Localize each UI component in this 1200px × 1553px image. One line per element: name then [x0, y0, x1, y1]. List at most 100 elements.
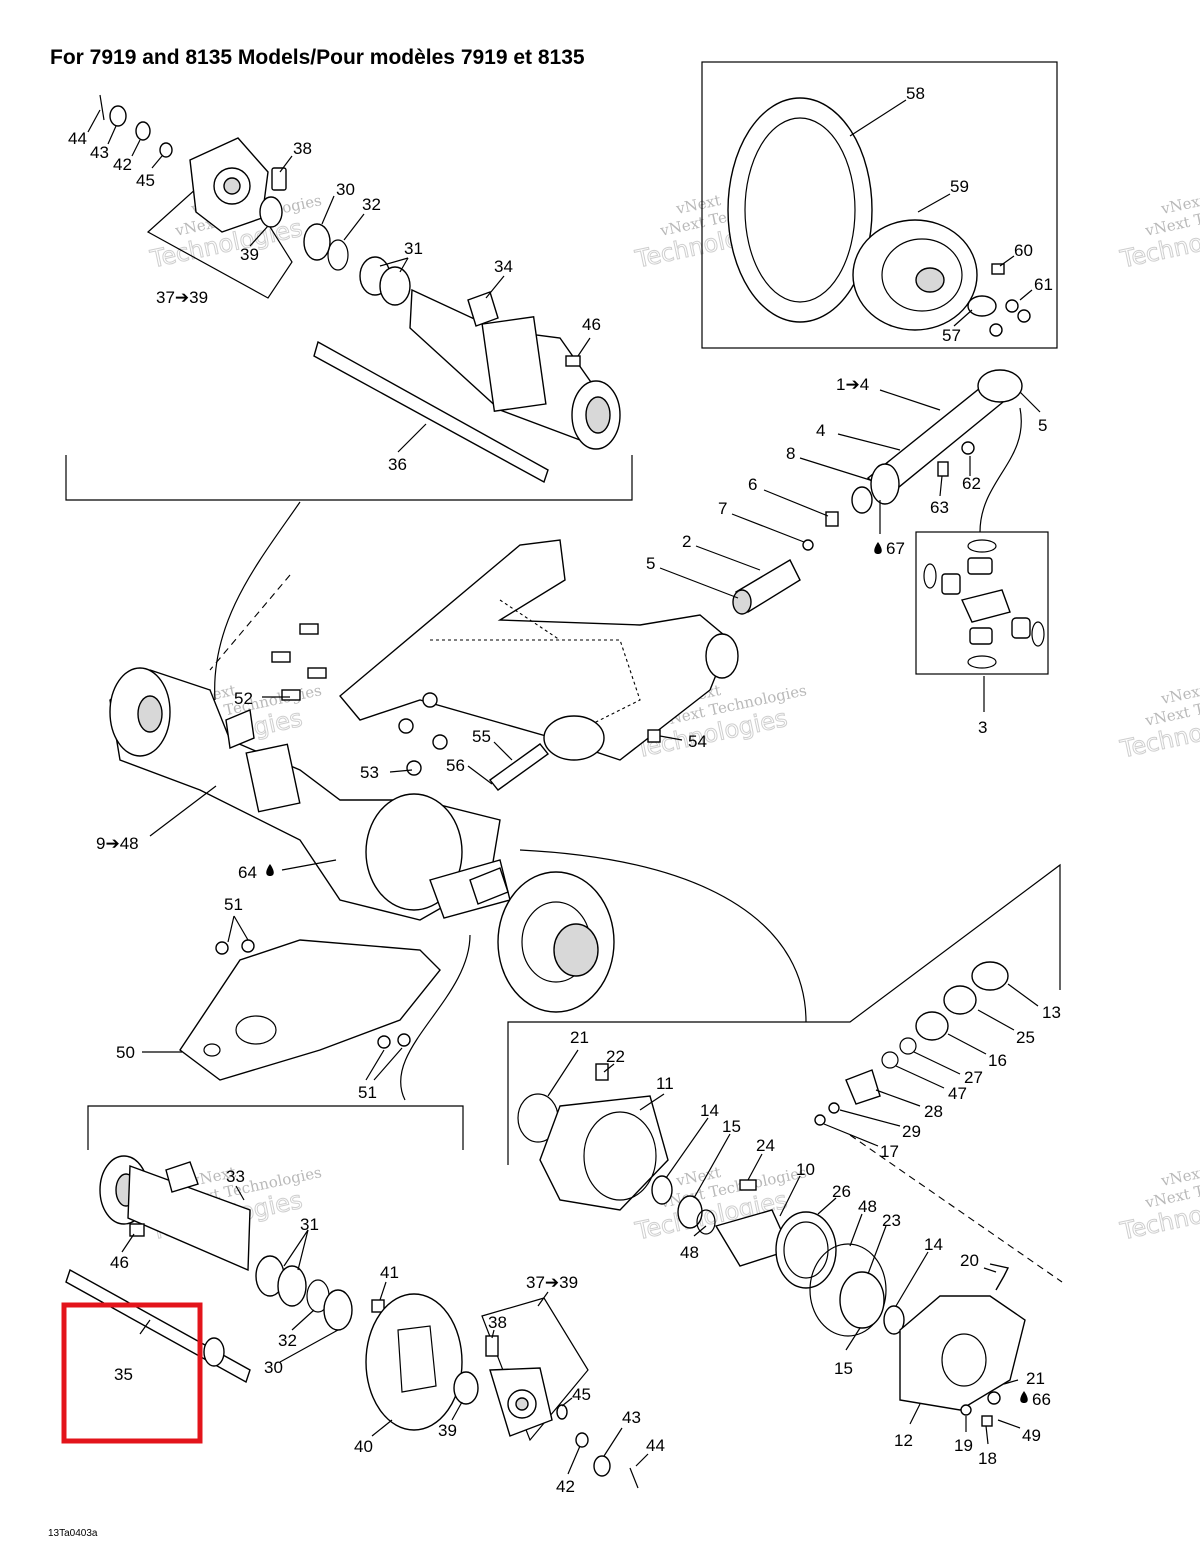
callout-41: 41 — [380, 1263, 399, 1282]
callout-58: 58 — [906, 84, 925, 103]
page-title: For 7919 and 8135 Models/Pour modèles 79… — [50, 46, 585, 69]
set-screw — [825, 511, 839, 527]
callout-17: 17 — [880, 1142, 899, 1161]
group-frames — [65, 61, 1063, 1283]
leader-u-joint — [979, 407, 1022, 533]
callout-2: 2 — [682, 532, 691, 551]
housing-flange — [245, 743, 301, 813]
pin-ring — [159, 142, 173, 158]
plug-66 — [987, 1391, 1001, 1405]
callout-38-lower: 38 — [488, 1313, 507, 1332]
brake-disc-40 — [365, 1293, 463, 1431]
bolt-46 — [129, 1223, 145, 1237]
upper-shaft-bracket — [65, 455, 633, 501]
callout-14-right: 14 — [924, 1235, 943, 1254]
callout-4: 4 — [816, 421, 825, 440]
stud-38 — [485, 1335, 499, 1357]
lower-brake-hub — [365, 1293, 639, 1489]
callout-22: 22 — [606, 1047, 625, 1066]
pin-ring-45 — [556, 1404, 568, 1420]
callout-13: 13 — [1042, 1003, 1061, 1022]
callout-64: 64 — [238, 863, 274, 882]
o-ring-48 — [809, 1243, 887, 1337]
bolt-22 — [595, 1063, 609, 1081]
bearing-ring — [303, 223, 331, 261]
pivot-bushing — [705, 633, 739, 679]
lug-nut-3 — [989, 323, 1003, 337]
callout-18: 18 — [978, 1449, 997, 1468]
callout-46: 46 — [582, 315, 601, 334]
bolt-63 — [937, 461, 949, 477]
callout-55: 55 — [472, 727, 491, 746]
callout-15-bottom: 15 — [834, 1359, 853, 1378]
callout-31-lower: 31 — [300, 1215, 319, 1234]
callout-16: 16 — [988, 1051, 1007, 1070]
bolt — [565, 355, 581, 367]
figure-code: 13Ta0403a — [48, 1528, 98, 1539]
hub-cap — [967, 295, 997, 317]
callout-26: 26 — [832, 1182, 851, 1201]
callout-5-top: 5 — [1038, 416, 1047, 435]
callout-14: 14 — [700, 1101, 719, 1120]
callout-56: 56 — [446, 756, 465, 775]
tube-flange — [481, 316, 547, 412]
seal-30 — [323, 1289, 353, 1331]
washer-19 — [960, 1404, 972, 1416]
callout-48-left: 48 — [680, 1243, 699, 1262]
callout-50: 50 — [116, 1043, 135, 1062]
callout-20: 20 — [960, 1251, 979, 1270]
callout-9-48: 9➔48 — [96, 834, 139, 853]
axle-shaft-35 — [65, 1268, 251, 1384]
nut-a — [422, 692, 438, 708]
nut-17 — [814, 1114, 826, 1126]
drive-shaft-assembly — [732, 369, 1023, 615]
leader-differential — [519, 849, 807, 1023]
caliper-bracket — [469, 867, 509, 905]
lower-shaft-bracket — [87, 1105, 464, 1150]
drop-icon — [874, 542, 882, 554]
callout-39-lower: 39 — [438, 1421, 457, 1440]
leader-lower-shaft — [400, 934, 471, 1101]
leader-lines — [87, 99, 1041, 1475]
svg-text:66: 66 — [1032, 1390, 1051, 1409]
pivot-plate — [543, 715, 605, 761]
callout-45-lower: 45 — [572, 1385, 591, 1404]
callout-47: 47 — [948, 1084, 967, 1103]
vent-20 — [989, 1263, 1010, 1291]
stud — [271, 167, 287, 191]
callout-11: 11 — [656, 1074, 674, 1093]
callout-25: 25 — [1016, 1028, 1035, 1047]
ring-48 — [696, 1209, 716, 1235]
u-joint-yoke — [977, 369, 1023, 403]
callout-46-lower: 46 — [110, 1253, 129, 1272]
drop-icon — [1020, 1391, 1028, 1403]
axle-tube-lower — [127, 1165, 251, 1272]
callout-48-mid: 48 — [858, 1197, 877, 1216]
bearing-15 — [677, 1195, 703, 1229]
seal-14b — [883, 1305, 905, 1335]
callout-51-top: 51 — [224, 895, 243, 914]
collar — [851, 486, 873, 514]
callout-21-left: 21 — [570, 1028, 589, 1047]
lug-nut-2 — [1017, 309, 1031, 323]
callout-34: 34 — [494, 257, 513, 276]
rear-axle-housing — [109, 667, 615, 1013]
ring-gear-26 — [775, 1211, 837, 1289]
callout-15-top: 15 — [722, 1117, 741, 1136]
callout-7: 7 — [718, 499, 727, 518]
bracket-33 — [165, 1161, 199, 1193]
bolt-41 — [371, 1299, 385, 1313]
swing-arm — [271, 539, 739, 791]
pin-24 — [739, 1179, 757, 1191]
callout-23: 23 — [882, 1211, 901, 1230]
nut — [109, 105, 127, 127]
bearing-15b — [839, 1271, 885, 1329]
u-joint-group-box — [915, 531, 1049, 675]
callout-32: 32 — [362, 195, 381, 214]
callout-24: 24 — [756, 1136, 775, 1155]
callout-3: 3 — [978, 718, 987, 737]
callout-29: 29 — [902, 1122, 921, 1141]
callout-27: 27 — [964, 1068, 983, 1087]
callout-44: 44 — [68, 129, 87, 148]
wheel-group-box — [701, 61, 1058, 349]
